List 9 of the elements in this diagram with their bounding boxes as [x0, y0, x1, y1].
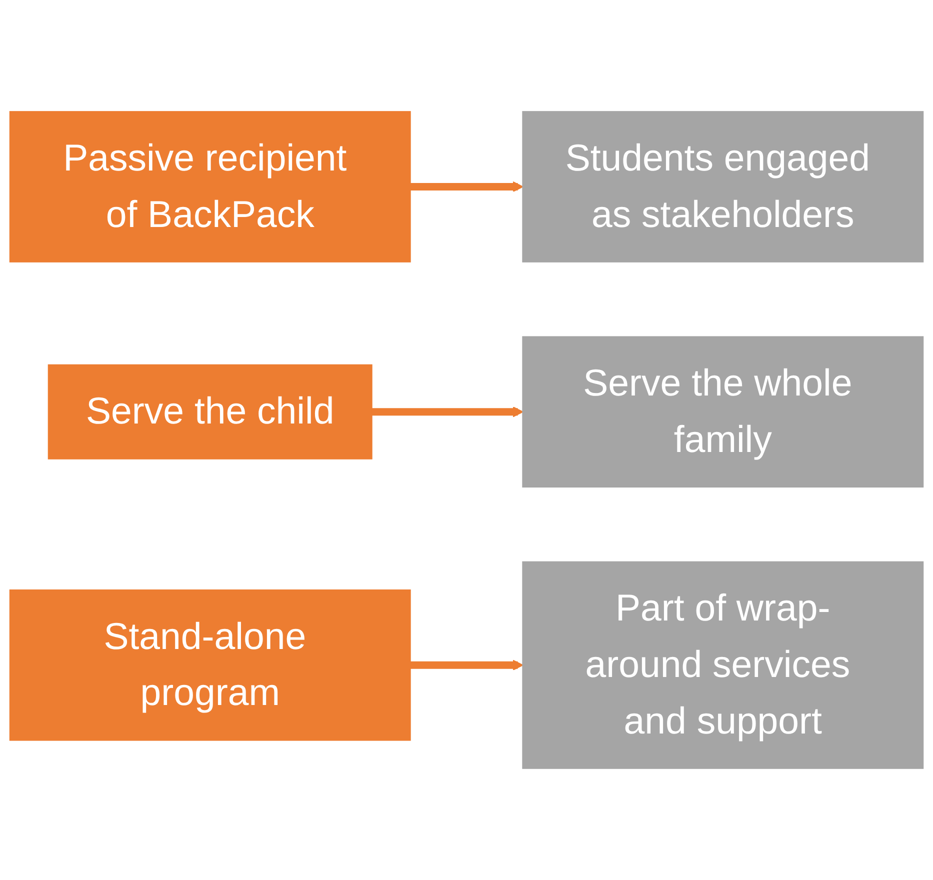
node-box: Part of wrap-around services and support — [522, 561, 924, 769]
node-box: Students engaged as stakeholders — [522, 111, 924, 262]
node-box: Serve the child — [48, 364, 372, 460]
node-box: Serve the whole family — [522, 336, 924, 488]
arrow — [410, 660, 524, 671]
arrow — [372, 406, 524, 418]
node-box: Passive recipient of BackPack — [9, 111, 411, 262]
node-box: Stand-alone program — [9, 589, 411, 741]
arrow — [410, 181, 524, 192]
